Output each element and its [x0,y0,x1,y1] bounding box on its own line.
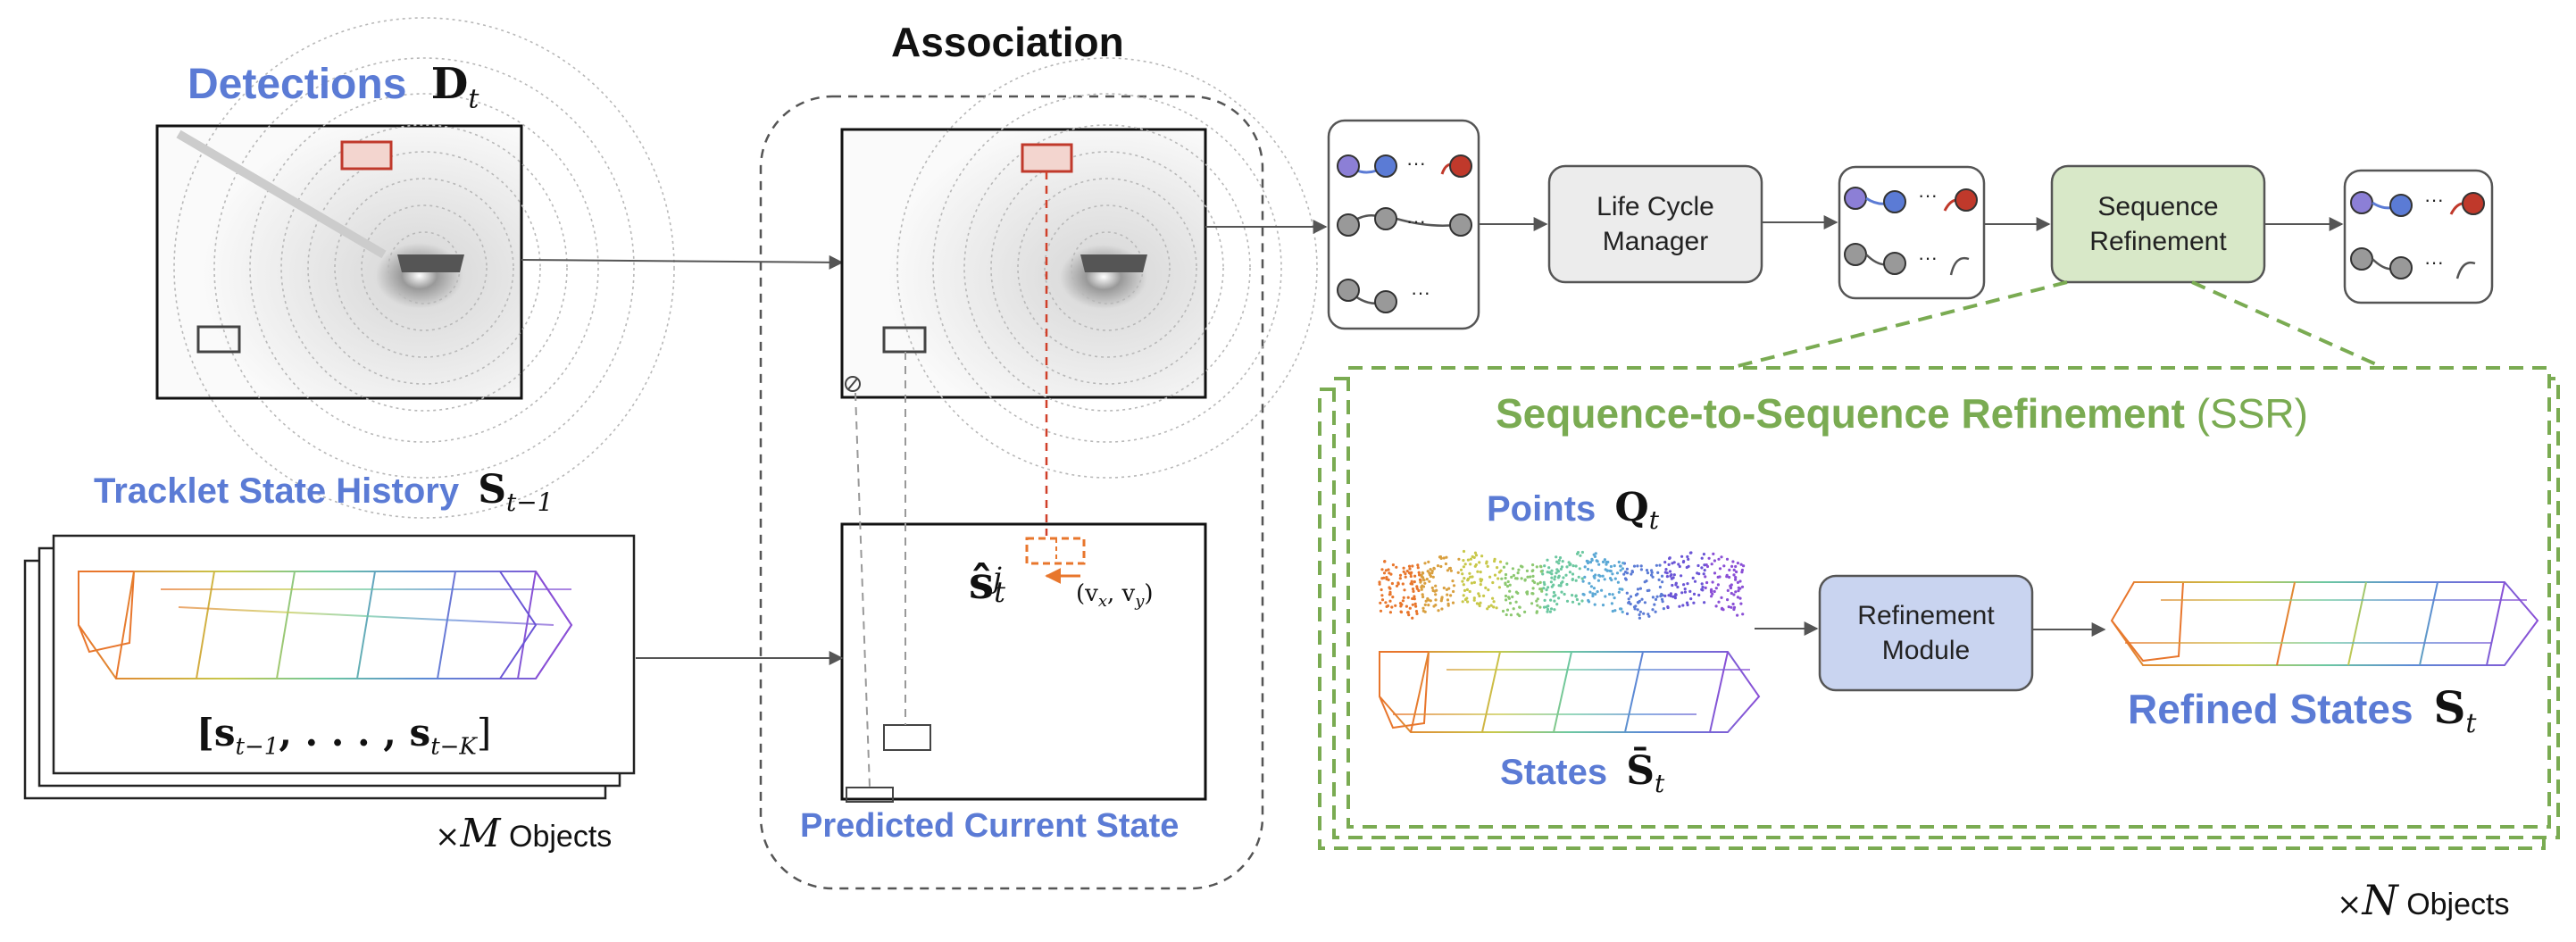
n-text: Objects [2406,888,2510,921]
n-times: × [2337,887,2363,922]
detections-panel [155,17,675,519]
tracklet-nodes-2: ··· ··· [1838,165,1986,300]
svg-text:···: ··· [1918,246,1938,269]
life-cycle-text: Life Cycle Manager [1596,192,1714,256]
ssr-title: Sequence-to-Sequence Refinement (SSR) [1496,393,2308,434]
detection-box-gray [196,325,241,354]
refined-symbol: S [2433,681,2466,734]
refined-subscript: t [2465,708,2477,740]
points-text: Points [1487,489,1596,529]
seq-sub2: t−K [430,733,477,761]
pred-sup: j [993,560,1002,595]
tracklet-history-stack [23,534,636,800]
vel-open: (v [1076,580,1098,607]
pred-s: ŝ [969,556,995,609]
svg-text:···: ··· [1918,184,1938,206]
history-subscript: t−1 [505,488,554,517]
history-label: Tracklet State History St−1 [94,471,554,515]
points-symbol: Q [1614,485,1649,530]
seq-sub1: t−1 [235,733,279,761]
history-sequence: [st−1, . . . , st−K] [196,711,492,761]
history-symbol: S [478,467,506,513]
states-boxes [1379,651,1761,733]
point-cloud [1378,549,1746,620]
states-symbol: S̄ [1626,748,1655,794]
prohibited-icon [845,376,861,392]
svg-text:···: ··· [2424,188,2444,211]
vel-mid: , v [1107,580,1136,607]
ssr-container [1318,280,2560,850]
vel-close: ) [1144,580,1154,607]
predicted-state-symbol: ŝtj [969,560,1014,610]
seq-close: ] [476,711,492,754]
seq-mid: , . . . , s [279,711,431,754]
m-times: × [435,819,461,854]
refinement-module-text: Refinement Module [1857,601,1995,665]
svg-text:···: ··· [1406,210,1426,232]
detections-label: Detections Dt [188,63,479,113]
association-title: Association [891,19,1124,65]
vel-y: y [1135,592,1145,612]
states-label: States S̄t [1500,752,1664,796]
n-objects-label: ×N Objects [2337,879,2509,921]
bounding-box-3d-icon [78,571,573,679]
detection-box-red [340,140,393,171]
association-scan-panel [840,57,1318,479]
life-cycle-manager-box [1547,164,1763,284]
svg-text:···: ··· [1406,152,1426,174]
sequence-refinement-text: Sequence Refinement [2089,192,2227,256]
vel-x: x [1097,592,1107,612]
m-symbol: M [460,811,501,856]
tracklet-nodes-1: ··· ··· ··· [1327,119,1480,330]
velocity-label: (vx, vy) [1076,582,1154,610]
refined-boxes [2110,581,2539,666]
svg-text:···: ··· [1411,281,1430,304]
ssr-title-text: Sequence-to-Sequence Refinement [1496,390,2185,437]
m-text: Objects [509,820,613,854]
svg-text:···: ··· [2424,251,2444,273]
states-text: States [1500,753,1608,792]
detections-symbol: D [430,59,469,109]
refined-text: Refined States [2128,686,2413,732]
refinement-module-box [1818,574,2034,692]
ssr-abbr: (SSR) [2196,390,2308,437]
association-container [759,95,1264,890]
points-label: Points Qt [1487,488,1659,533]
refined-states-label: Refined States St [2128,686,2476,738]
history-text: Tracklet State History [94,471,460,511]
states-subscript: t [1654,769,1665,798]
n-symbol: N [2362,876,2398,924]
predicted-state-panel [840,522,1207,803]
detections-subscript: t [468,83,479,115]
pred-sub: t [994,575,1006,610]
m-objects-label: ×M Objects [435,814,612,854]
points-subscript: t [1648,505,1659,535]
predicted-current-state-label: Predicted Current State [800,807,1180,845]
tracklet-nodes-3: ··· ··· [2343,169,2494,304]
detections-text: Detections [188,61,407,108]
seq-open: [s [196,711,236,754]
